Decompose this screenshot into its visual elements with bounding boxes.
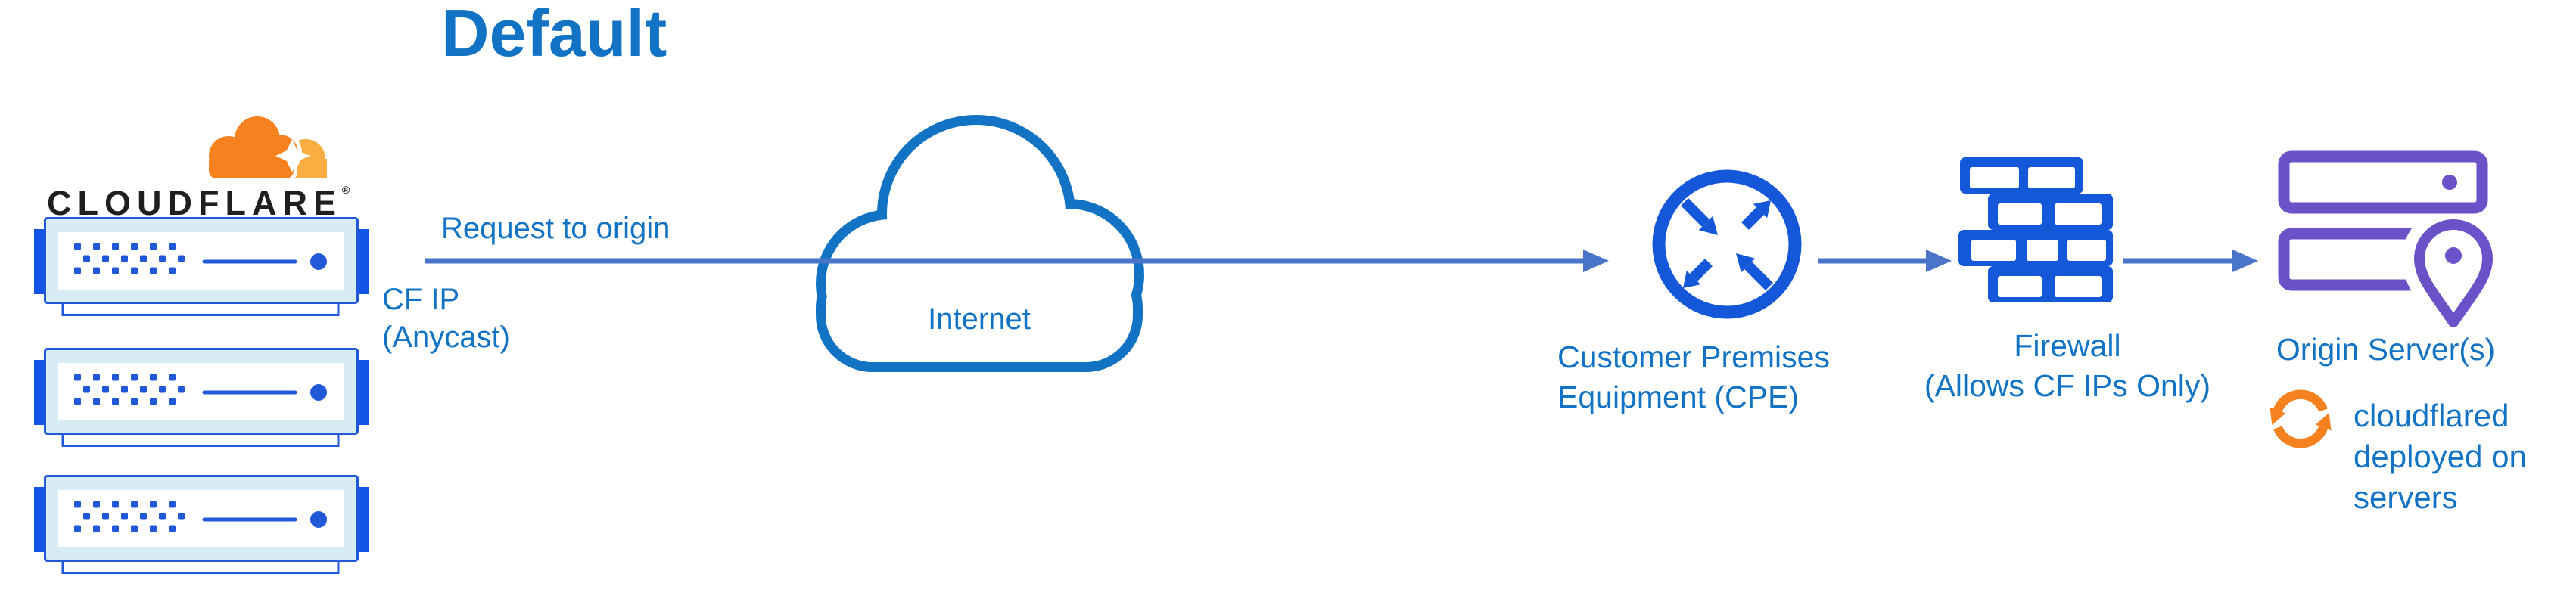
cf-ip-label-line2: (Anycast) [382,321,510,354]
arrow-cpe-to-firewall [1818,250,1952,272]
origin-servers-label: Origin Server(s) [2276,332,2496,367]
internet-label: Internet [928,302,1031,336]
location-pin-icon [2414,219,2493,327]
origin-servers-icon [2278,150,2505,340]
edge-server-icon-3 [33,475,369,578]
cloudflared-note-line3: servers [2354,479,2458,515]
sync-arrows-icon [2270,389,2332,448]
cloudflare-cloud-icon [205,113,327,182]
arrow-firewall-to-origin [2123,250,2258,272]
cloudflared-note-line2: deployed on [2354,439,2527,474]
cf-ip-anycast-label: CF IP (Anycast) [382,281,510,356]
server-indicator-dot [2442,175,2457,190]
firewall-label-line1: Firewall [2014,328,2121,363]
cloudflare-wordmark-text: CLOUDFLARE [47,184,342,222]
cpe-label-line2: Equipment (CPE) [1557,380,1800,414]
cpe-label-line1: Customer Premises [1557,340,1830,374]
cf-ip-label-line1: CF IP [382,283,460,316]
edge-server-icon-2 [33,348,369,451]
cloudflare-cloud-body-fill [209,116,298,178]
firewall-label-line2: (Allows CF IPs Only) [1924,368,2211,403]
cloudflared-note: cloudflared deployed on servers [2354,395,2527,518]
cloudflare-wordmark: CLOUDFLARE® [47,184,350,223]
edge-server-icon-1 [33,217,369,320]
internet-cloud-icon [816,115,1144,372]
page-title: Default [441,0,667,70]
firewall-brick-icon [1958,157,2113,302]
cpe-router-icon [1652,169,1802,319]
cloudflared-note-line1: cloudflared [2354,398,2509,433]
cpe-label: Customer Premises Equipment (CPE) [1557,337,1830,417]
firewall-label: Firewall (Allows CF IPs Only) [1907,326,2228,406]
request-to-origin-label: Request to origin [441,212,670,245]
registered-mark: ® [341,184,350,196]
cloudflare-spark-icon [275,139,310,172]
